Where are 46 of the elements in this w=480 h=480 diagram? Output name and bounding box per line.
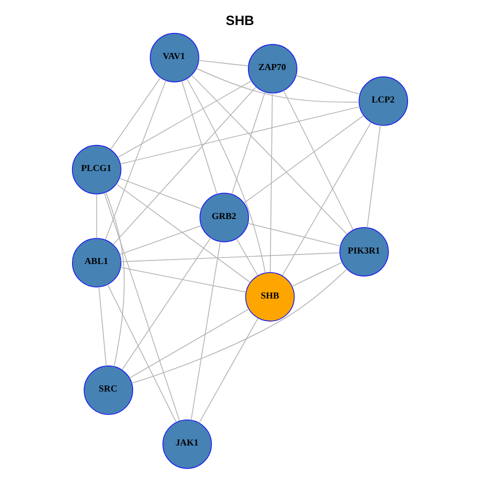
connector bbox=[104, 80, 166, 240]
node-circle: PIK3R1 bbox=[339, 227, 389, 277]
connector bbox=[106, 192, 125, 367]
connector bbox=[292, 262, 342, 287]
connector bbox=[104, 192, 180, 422]
connector bbox=[190, 241, 221, 420]
connector bbox=[118, 80, 252, 158]
connector bbox=[120, 106, 360, 164]
node-circle: ZAP70 bbox=[248, 44, 298, 94]
connector bbox=[110, 77, 162, 150]
connector bbox=[186, 78, 266, 274]
node-circle: ABL1 bbox=[72, 238, 122, 288]
connector bbox=[98, 286, 107, 366]
node-circle: PLCG1 bbox=[72, 144, 122, 194]
connector bbox=[244, 115, 364, 204]
connector bbox=[116, 184, 251, 283]
connector bbox=[247, 222, 341, 246]
connector bbox=[119, 225, 202, 255]
connector bbox=[270, 92, 273, 273]
connector bbox=[236, 238, 258, 276]
connector bbox=[120, 266, 246, 292]
connector bbox=[119, 178, 202, 210]
node-circle: LCP2 bbox=[358, 76, 408, 126]
connector bbox=[196, 68, 360, 103]
connector bbox=[283, 90, 354, 230]
connector bbox=[181, 80, 218, 195]
diagram-title: SHB bbox=[226, 12, 254, 28]
connector bbox=[122, 237, 212, 370]
node-circle: SRC bbox=[84, 366, 134, 415]
connector bbox=[112, 86, 256, 246]
connector bbox=[296, 75, 360, 95]
node-circle: SHB bbox=[245, 272, 295, 322]
node-circle: VAV1 bbox=[150, 32, 200, 82]
connector bbox=[198, 60, 249, 66]
connector bbox=[366, 124, 381, 228]
connector bbox=[96, 194, 98, 239]
connector bbox=[198, 318, 258, 424]
connector bbox=[282, 122, 372, 276]
connector bbox=[107, 284, 177, 423]
connector bbox=[231, 92, 266, 195]
connector bbox=[131, 268, 348, 384]
node-circle: GRB2 bbox=[200, 192, 249, 242]
node-circle: JAK1 bbox=[162, 419, 212, 469]
connector bbox=[120, 252, 340, 262]
connector bbox=[129, 308, 250, 378]
connector bbox=[191, 74, 348, 235]
